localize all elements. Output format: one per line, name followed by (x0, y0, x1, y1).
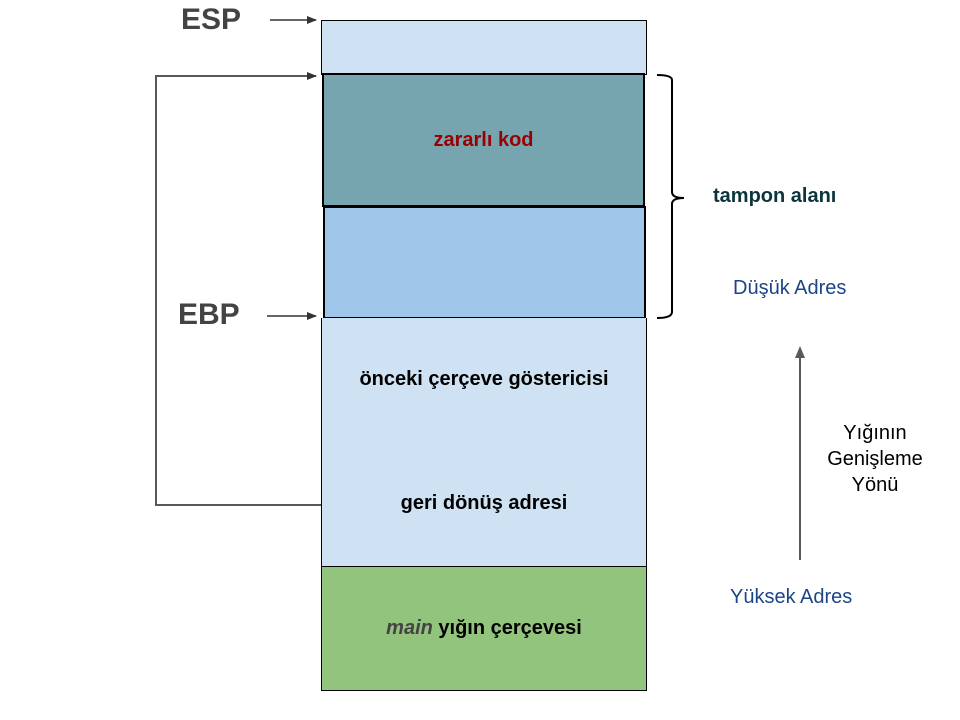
growth-direction-label: Yığının Genişleme Yönü (820, 420, 930, 498)
growth-direction-line2: Genişleme (827, 448, 923, 470)
stack-free-space (321, 20, 647, 75)
high-address-label: Yüksek Adres (730, 586, 853, 608)
ebp-label: EBP (178, 298, 240, 331)
growth-direction-line3: Yönü (851, 474, 899, 496)
main-stack-frame-label: main yığın çerçevesi (386, 617, 582, 640)
main-stack-frame-block: main yığın çerçevesi (321, 566, 647, 691)
esp-label: ESP (181, 3, 242, 36)
low-address-label: Düşük Adres (733, 277, 847, 299)
return-address-label: geri dönüş adresi (400, 492, 568, 514)
growth-direction-line1: Yığının (843, 422, 907, 444)
return-address-redirect-arrow (155, 72, 321, 506)
previous-frame-pointer-block: önceki çerçeve göstericisi (321, 318, 647, 442)
previous-frame-pointer-label: önceki çerçeve göstericisi (359, 368, 609, 390)
malicious-code-label: zararlı kod (433, 128, 534, 151)
main-function-name: main (386, 617, 433, 639)
buffer-area-label: tampon alanı (713, 185, 837, 207)
malicious-code-block: zararlı kod (322, 73, 645, 207)
buffer-brace (656, 74, 685, 319)
return-address-block: geri dönüş adresi (321, 441, 647, 567)
buffer-block (323, 206, 646, 319)
main-frame-suffix: yığın çerçevesi (432, 617, 582, 639)
